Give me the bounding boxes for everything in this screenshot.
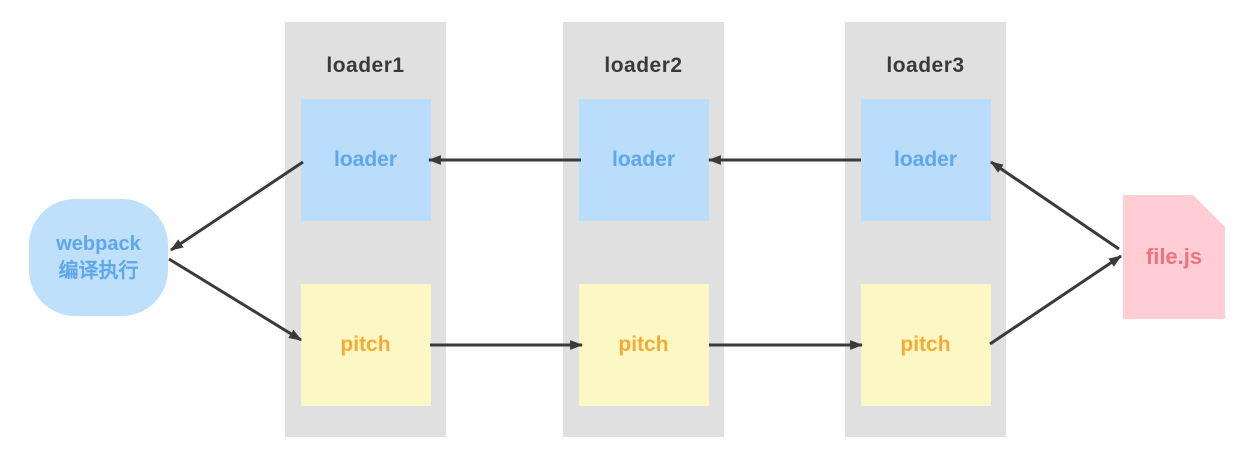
loader3-pitch-label: pitch xyxy=(900,333,951,356)
loader3-column-title: loader3 xyxy=(886,54,965,77)
loader3-loader-box: loader xyxy=(860,99,991,221)
loader2-loader-label: loader xyxy=(611,148,676,171)
loader2-column: loader2 loader pitch xyxy=(563,22,724,437)
arrow-webpack-to-pitch1 xyxy=(168,257,302,342)
loader2-loader-box: loader xyxy=(578,99,709,221)
loader1-loader-box: loader xyxy=(300,99,431,221)
loader2-pitch-label: pitch xyxy=(618,333,669,356)
webpack-node: webpack 编译执行 xyxy=(29,199,168,316)
webpack-label-line1: webpack xyxy=(56,232,141,255)
arrow-pitch3-to-file xyxy=(989,254,1122,346)
loader2-column-title: loader2 xyxy=(604,54,683,77)
webpack-label-line2: 编译执行 xyxy=(58,259,139,282)
loader1-column-title: loader1 xyxy=(326,54,405,77)
loader3-pitch-box: pitch xyxy=(860,284,991,406)
file-js-node: file.js xyxy=(1123,195,1225,319)
file-js-label: file.js xyxy=(1145,244,1203,269)
arrow-loader1-to-webpack xyxy=(170,160,304,252)
loader1-pitch-box: pitch xyxy=(300,284,431,406)
loader1-pitch-label: pitch xyxy=(340,333,391,356)
arrow-file-to-loader3 xyxy=(990,160,1120,251)
loader1-loader-label: loader xyxy=(333,148,398,171)
loader3-loader-label: loader xyxy=(893,148,958,171)
loader3-column: loader3 loader pitch xyxy=(845,22,1006,437)
loader2-pitch-box: pitch xyxy=(578,284,709,406)
loader1-column: loader1 loader pitch xyxy=(285,22,446,437)
